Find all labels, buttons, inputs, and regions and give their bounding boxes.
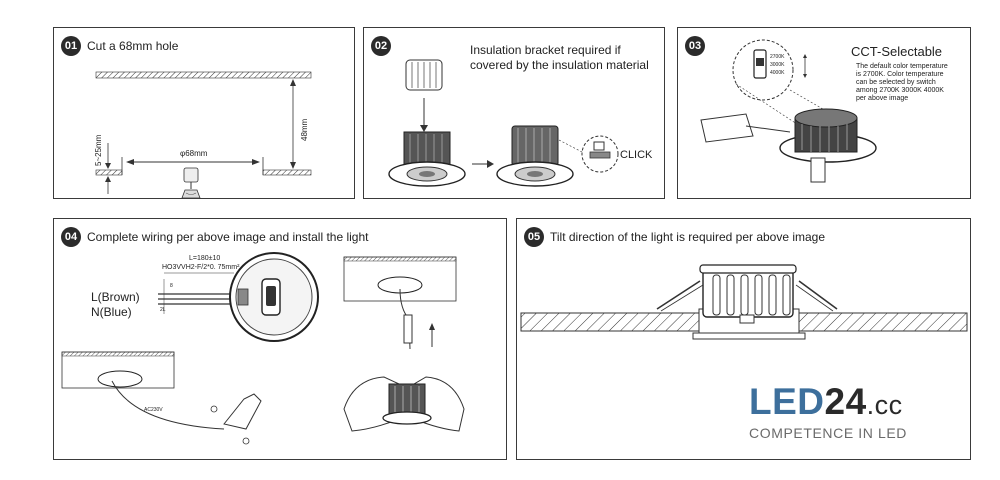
step-2-badge: 02 [371, 36, 391, 56]
ceiling-board-left [520, 312, 700, 332]
logo-part-24: 24 [824, 381, 867, 422]
hands-holding-light-icon [343, 376, 465, 432]
svg-text:AC230V: AC230V [144, 407, 163, 413]
ceiling-install-icon [343, 256, 457, 350]
step-2-title-line2: covered by the insulation material [470, 58, 649, 72]
downlight-side-view-icon [656, 264, 838, 340]
light-top-view-icon [229, 252, 319, 342]
svg-text:4000K: 4000K [770, 70, 785, 76]
svg-text:8: 8 [170, 283, 173, 289]
step-5-panel: 05 Tilt direction of the light is requir… [516, 218, 971, 460]
board-left [95, 169, 123, 176]
cable-spec-label: HO3VVH2-F/2*0. 75mm² [162, 264, 240, 271]
step-3-title: CCT-Selectable [851, 44, 943, 59]
step-4-badge: 04 [61, 227, 81, 247]
step-1-badge: 01 [61, 36, 81, 56]
height-label: 48mm [300, 118, 309, 141]
logo-tagline: COMPETENCE IN LED [749, 425, 907, 441]
drill-icon [181, 167, 201, 198]
downlight-with-bracket-icon [496, 125, 574, 187]
step-3-diagram: 2700K 3000K 4000K [700, 39, 877, 183]
click-label: CLICK [620, 149, 653, 161]
step-5-title: Tilt direction of the light is required … [550, 230, 826, 244]
svg-text:3000K: 3000K [770, 62, 785, 68]
live-wire-label: L(Brown) [91, 290, 140, 304]
terminal-block-icon [210, 393, 262, 445]
step-4-panel: 04 Complete wiring per above image and i… [53, 218, 507, 460]
step-5-diagram [520, 264, 968, 340]
step-2-diagram: CLICK [388, 59, 653, 187]
step-1-title: Cut a 68mm hole [87, 39, 179, 53]
svg-text:2700K: 2700K [770, 54, 785, 60]
board-right [262, 169, 312, 176]
logo-part-led: LED [749, 381, 825, 422]
downlight-icon [388, 131, 466, 187]
logo-part-cc: .cc [866, 390, 903, 420]
cable-length-label: L=180±10 [189, 255, 220, 262]
ceiling-top [95, 71, 312, 79]
step-5-badge: 05 [524, 227, 544, 247]
brand-logo: LED24.cc COMPETENCE IN LED [749, 381, 949, 442]
downlight-icon [779, 108, 877, 183]
cct-description: The default color temperature is 2700K. … [856, 63, 948, 102]
step-2-panel: 02 Insulation bracket required if covere… [363, 27, 665, 199]
step-1-panel: 01 Cut a 68mm hole φ68mm 5~25mm 48mm [53, 27, 355, 199]
hole-size-label: φ68mm [180, 149, 208, 158]
step-1-diagram: φ68mm 5~25mm 48mm [94, 71, 312, 198]
ceiling-hole-icon: AC230V [61, 351, 262, 445]
neutral-wire-label: N(Blue) [91, 305, 132, 319]
step-4-diagram: L=180±10 HO3VVH2-F/2*0. 75mm² L(Brown) N… [61, 252, 465, 445]
depth-label: 5~25mm [94, 134, 103, 166]
step-3-badge: 03 [685, 36, 705, 56]
step-3-panel: 03 CCT-Selectable The default color temp… [677, 27, 971, 199]
ceiling-board-right [798, 312, 968, 332]
insulation-bracket-icon [405, 59, 443, 91]
svg-text:2L: 2L [160, 307, 166, 313]
step-4-title: Complete wiring per above image and inst… [87, 230, 369, 244]
step-2-title-line1: Insulation bracket required if [470, 43, 621, 57]
driver-box-icon [700, 113, 791, 143]
